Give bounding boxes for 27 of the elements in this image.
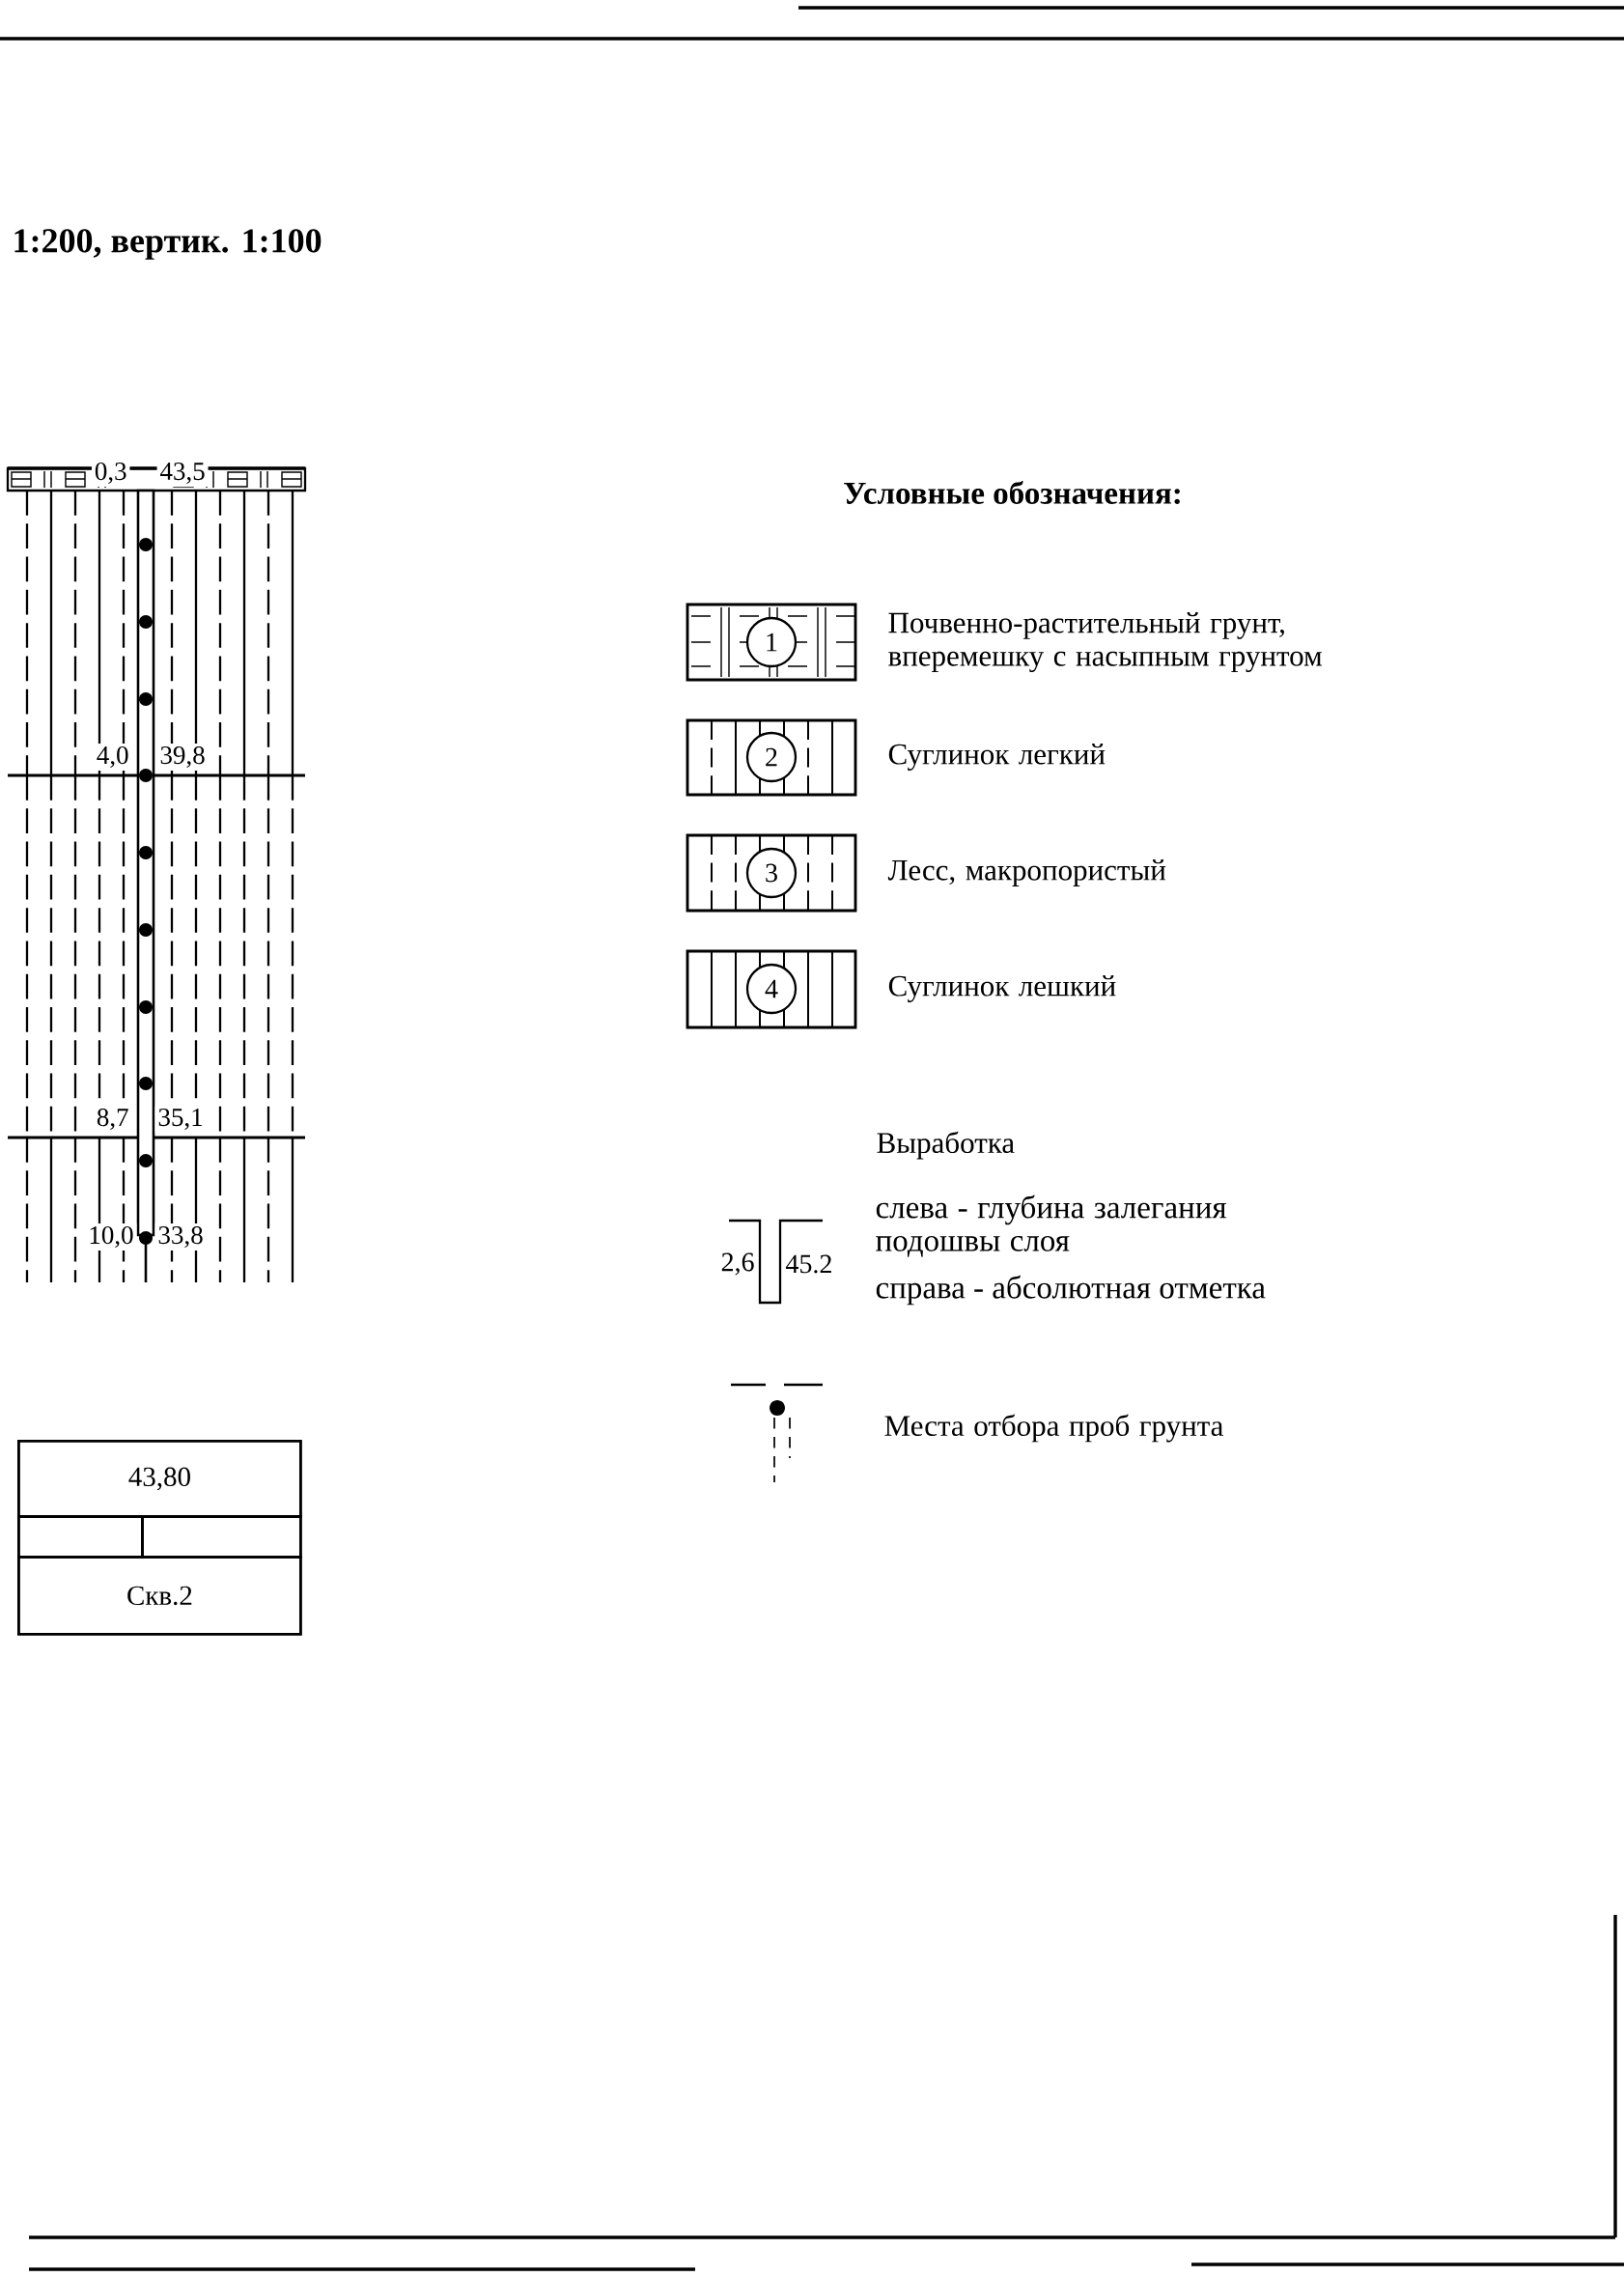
depth-label: 10,0 [85,1223,137,1251]
legend-text: Лесс, макропористый [887,859,1166,886]
depth-label: 33,8 [154,1223,207,1251]
circled-number: 4 [745,963,798,1015]
circled-number: 1 [745,616,798,668]
depth-label: 39,8 [156,744,209,771]
table-cell: Скв.2 [17,1556,302,1636]
scale-title: 1:200, вертик. 1:100 [14,229,322,260]
legend-text: Выработка [877,1131,1015,1160]
legend-text: Суглинок легкий [888,744,1106,771]
circled-number: 2 [745,731,798,783]
legend-text: справа - абсолютная отметка [876,1275,1266,1306]
empty-cell [141,1515,302,1559]
table-cell: 43,80 [17,1440,302,1518]
depth-label: 8,7 [93,1106,132,1133]
legend-text: Почвенно-растительный грунт, вперемешку с насыпным грунтом [888,611,1322,673]
depth-label: 4,0 [93,744,132,771]
circled-number: 3 [745,847,798,899]
elevation-label: 45.2 [785,1254,831,1274]
depth-label: 35,1 [154,1106,207,1133]
depth-label: 0,3 [91,460,130,487]
legend-text: Суглинок лешкий [888,975,1116,1002]
depth-label: 43,5 [156,460,209,487]
legend-heading: Условные обозначения: [844,480,1180,505]
depth-label: 2,6 [721,1252,754,1276]
legend-text: Места отбора проб грунта [884,1414,1223,1443]
empty-cell [17,1515,144,1559]
